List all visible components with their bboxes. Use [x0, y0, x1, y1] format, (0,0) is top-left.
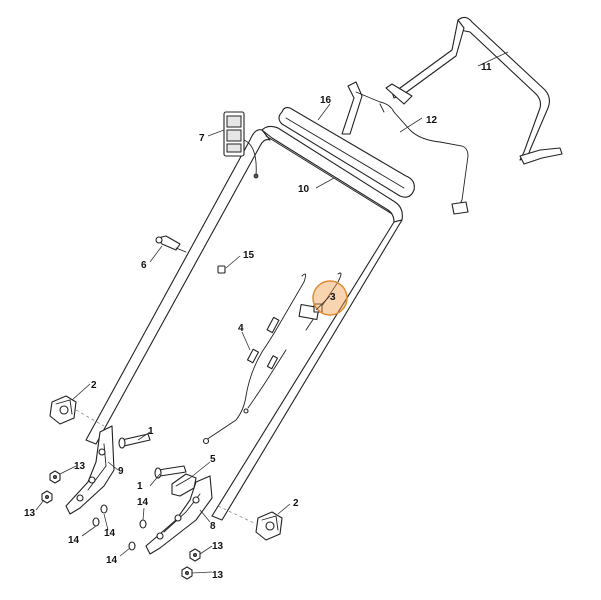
washer-part-14-c[interactable]: [139, 519, 147, 529]
cable-holder-part-5[interactable]: [171, 473, 197, 497]
callout-11: 11: [481, 62, 492, 73]
bolt-part-1-lower[interactable]: [154, 465, 187, 479]
callout-5: 5: [210, 454, 216, 465]
callout-14-c: 14: [137, 497, 149, 508]
bail-lever-part-11[interactable]: [385, 16, 563, 165]
callout-13-b: 13: [24, 508, 36, 519]
leader-lines: [35, 51, 509, 574]
callout-14-d: 14: [106, 555, 118, 566]
callout-13-a: 13: [74, 461, 86, 472]
callout-2-left: 2: [91, 380, 97, 391]
bowden-cable-part-4[interactable]: [202, 273, 307, 445]
callout-13-d: 13: [212, 570, 224, 581]
foam-grip-part-16[interactable]: [278, 106, 415, 198]
nut-part-13-a[interactable]: [49, 470, 61, 484]
callout-12: 12: [426, 115, 438, 126]
callout-4: 4: [238, 323, 244, 334]
nut-part-13-b[interactable]: [41, 490, 53, 504]
callout-13-c: 13: [212, 541, 224, 552]
plug-part-15[interactable]: [217, 265, 226, 274]
nut-part-13-d[interactable]: [181, 566, 193, 580]
callout-2-right: 2: [293, 498, 299, 509]
control-rod-part-12[interactable]: [341, 81, 469, 215]
washer-part-14-d[interactable]: [128, 541, 136, 551]
cable-clip-part-6[interactable]: [155, 235, 187, 253]
callout-16: 16: [320, 95, 332, 106]
callout-1-upper: 1: [148, 426, 154, 437]
clamp-knob-part-2-right[interactable]: [255, 511, 283, 541]
handle-bracket-part-8[interactable]: [145, 475, 213, 555]
bolt-part-1-upper[interactable]: [118, 433, 151, 449]
nut-part-13-c[interactable]: [189, 548, 201, 562]
handle-frame-part-10[interactable]: [85, 125, 403, 521]
callout-6: 6: [141, 260, 147, 271]
callout-7: 7: [199, 133, 205, 144]
clamp-knob-part-2-left[interactable]: [49, 395, 77, 425]
callout-14-a: 14: [68, 535, 80, 546]
callout-15: 15: [243, 250, 255, 261]
cable-part-3[interactable]: [298, 272, 348, 331]
callout-14-b: 14: [104, 528, 116, 539]
callout-9: 9: [118, 466, 124, 477]
callout-1-lower: 1: [137, 481, 143, 492]
highlight-marker: [312, 280, 348, 316]
callout-3: 3: [330, 292, 336, 303]
callout-labels: 11 16 12 7 10 6 15 4 3 2 1 1 5 9 8 2 13 …: [24, 62, 492, 581]
callout-8: 8: [210, 521, 216, 532]
handle-bracket-part-9[interactable]: [65, 425, 115, 515]
washer-part-14-b[interactable]: [92, 517, 100, 527]
warning-label-part-7[interactable]: [223, 111, 259, 179]
callout-10: 10: [298, 184, 310, 195]
washer-part-14-a[interactable]: [100, 504, 108, 514]
